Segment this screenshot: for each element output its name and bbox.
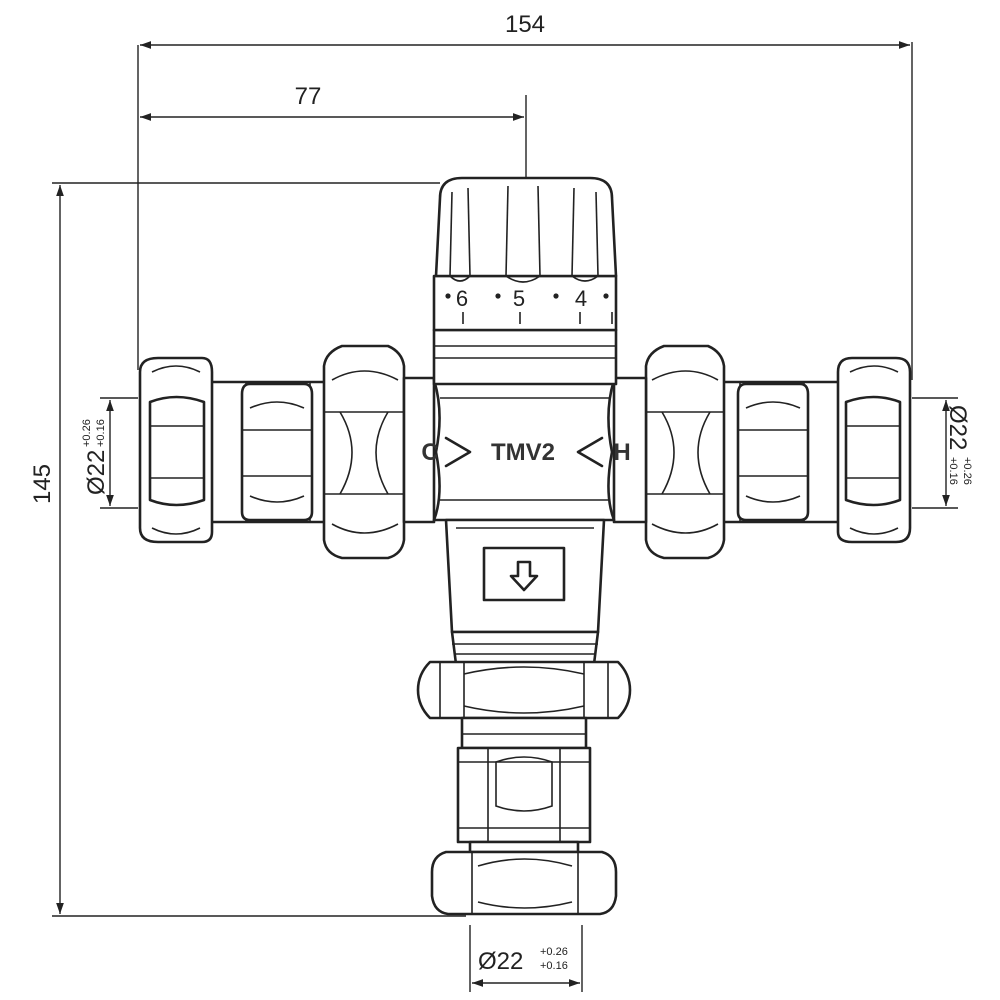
cold-inlet-connector xyxy=(138,344,436,560)
dial-mark-6: 6 xyxy=(456,286,468,311)
dial-mark-5: 5 xyxy=(513,286,525,311)
outlet-compression-fitting xyxy=(430,746,618,916)
right-port-diameter-label: Ø22 xyxy=(944,405,971,450)
dial-mark-4: 4 xyxy=(575,286,587,311)
bottom-port-diameter: Ø22 +0.26 +0.16 xyxy=(478,946,568,975)
overall-height-label: 145 xyxy=(29,464,56,504)
hot-label: H xyxy=(613,439,630,466)
outlet-union-nut xyxy=(416,660,632,750)
left-port-tol-lower: +0.16 xyxy=(95,419,107,447)
left-port-tol-upper: +0.26 xyxy=(81,419,93,447)
right-port-tol-lower: +0.16 xyxy=(947,457,959,485)
down-arrow-icon xyxy=(509,560,539,592)
bottom-port-tol-upper: +0.26 xyxy=(540,946,568,958)
left-port-diameter: Ø22 +0.26 +0.16 xyxy=(81,419,110,495)
cold-label: C xyxy=(421,439,438,466)
dimension-lines xyxy=(52,41,958,992)
half-width-label: 77 xyxy=(295,83,322,110)
temperature-dial-knob xyxy=(432,176,618,386)
left-port-diameter-label: Ø22 xyxy=(83,450,110,495)
overall-width-label: 154 xyxy=(505,11,545,38)
flow-direction-box xyxy=(482,546,566,602)
bottom-port-diameter-label: Ø22 xyxy=(478,948,523,975)
right-port-diameter: Ø22 +0.26 +0.16 xyxy=(944,405,973,485)
dial-scale: 6 5 4 xyxy=(445,286,613,324)
right-port-tol-upper: +0.26 xyxy=(961,457,973,485)
hot-inlet-connector xyxy=(612,344,912,560)
model-label: TMV2 xyxy=(491,439,555,466)
bottom-port-tol-lower: +0.16 xyxy=(540,960,568,972)
valve-body xyxy=(432,378,616,522)
mixed-outlet-stem xyxy=(444,518,606,666)
